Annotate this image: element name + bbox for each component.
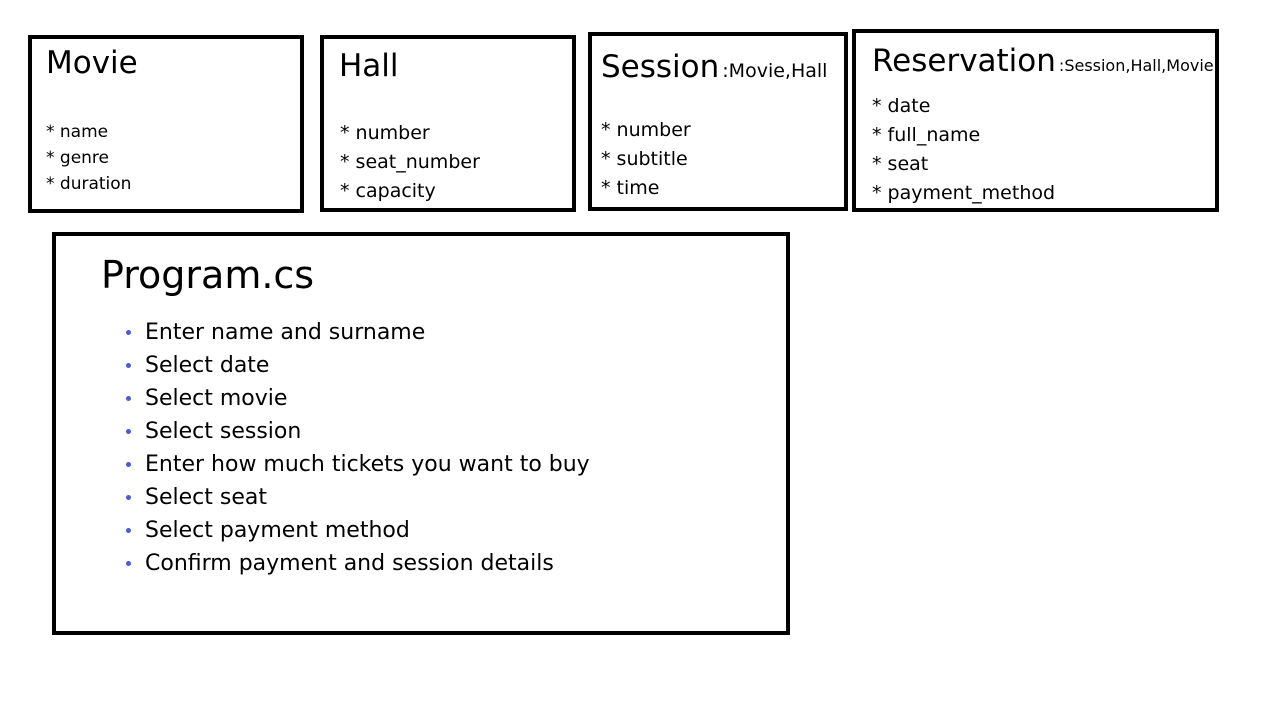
step-text: Enter how much tickets you want to buy <box>145 452 590 477</box>
bullet-icon <box>126 528 131 533</box>
field-item: * name <box>46 122 109 142</box>
entity-name: Movie <box>46 45 138 81</box>
field-item: * seat_number <box>340 151 480 173</box>
reservation-entity-title: Reservation:Session,Hall,Movie <box>872 46 1214 77</box>
field-item: * seat <box>872 153 929 175</box>
step-item: Enter name and surname <box>124 316 590 349</box>
bullet-icon <box>126 330 131 335</box>
hall-entity-box: Hall * number * seat_number * capacity <box>320 35 576 212</box>
program-title: Program.cs <box>101 256 314 294</box>
session-entity-box: Session:Movie,Hall * number * subtitle *… <box>588 32 848 211</box>
entity-relations: :Movie,Hall <box>722 60 828 82</box>
step-item: Select session <box>124 415 590 448</box>
session-entity-title: Session:Movie,Hall <box>601 52 827 83</box>
field-item: * genre <box>46 148 110 168</box>
field-item: * number <box>601 119 691 141</box>
field-item: * payment_method <box>872 182 1056 204</box>
movie-field-list: * name * genre * duration <box>46 119 131 197</box>
field-item: * date <box>872 95 931 117</box>
reservation-entity-box: Reservation:Session,Hall,Movie * date * … <box>852 29 1219 212</box>
field-item: * number <box>340 122 430 144</box>
bullet-icon <box>126 462 131 467</box>
step-text: Select session <box>145 419 302 444</box>
field-item: * time <box>601 177 660 199</box>
program-step-list: Enter name and surname Select date Selec… <box>124 316 590 580</box>
reservation-field-list: * date * full_name * seat * payment_meth… <box>872 92 1055 208</box>
bullet-icon <box>126 396 131 401</box>
field-item: * full_name <box>872 124 981 146</box>
program-file-name: Program.cs <box>101 253 315 297</box>
step-text: Select date <box>145 353 270 378</box>
bullet-icon <box>126 561 131 566</box>
bullet-icon <box>126 363 131 368</box>
step-item: Select date <box>124 349 590 382</box>
movie-entity-box: Movie * name * genre * duration <box>28 35 304 213</box>
entity-relations: :Session,Hall,Movie <box>1058 56 1214 75</box>
step-item: Select movie <box>124 382 590 415</box>
step-item: Enter how much tickets you want to buy <box>124 448 590 481</box>
field-item: * subtitle <box>601 148 688 170</box>
field-item: * capacity <box>340 180 436 202</box>
entity-name: Reservation <box>872 43 1056 79</box>
step-text: Enter name and surname <box>145 320 426 345</box>
step-text: Confirm payment and session details <box>145 551 554 576</box>
step-text: Select payment method <box>145 518 410 543</box>
step-item: Confirm payment and session details <box>124 547 590 580</box>
field-item: * duration <box>46 174 132 194</box>
hall-field-list: * number * seat_number * capacity <box>340 119 480 206</box>
entity-name: Session <box>601 49 720 85</box>
bullet-icon <box>126 495 131 500</box>
entity-name: Hall <box>339 48 399 84</box>
bullet-icon <box>126 429 131 434</box>
movie-entity-title: Movie <box>46 48 138 79</box>
hall-entity-title: Hall <box>339 51 399 82</box>
session-field-list: * number * subtitle * time <box>601 116 691 203</box>
step-item: Select payment method <box>124 514 590 547</box>
step-text: Select seat <box>145 485 267 510</box>
step-item: Select seat <box>124 481 590 514</box>
program-flow-box: Program.cs Enter name and surname Select… <box>52 232 790 635</box>
step-text: Select movie <box>145 386 288 411</box>
